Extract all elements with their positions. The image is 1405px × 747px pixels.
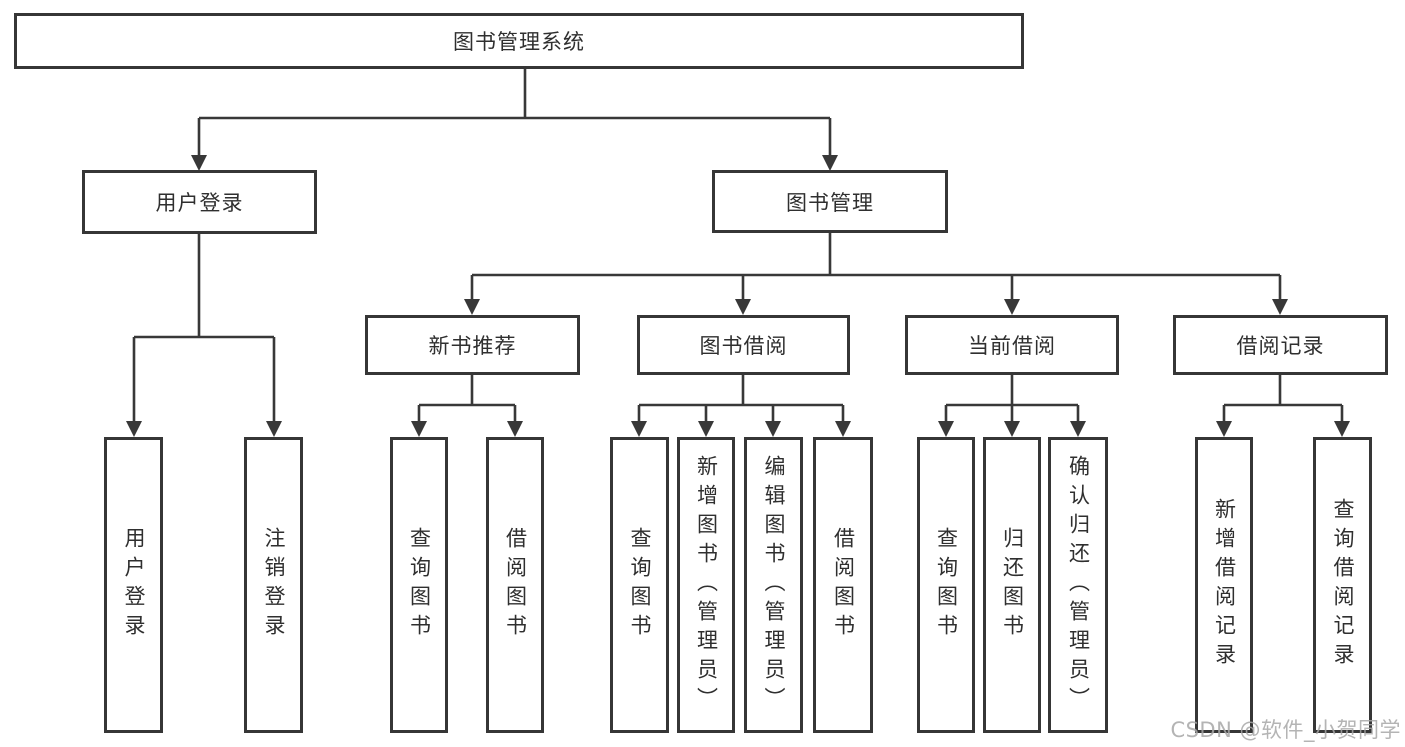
- node-current-borrowing: 当前借阅: [905, 315, 1119, 375]
- node-user-login-action: 用户登录: [104, 437, 163, 733]
- node-return-book: 归还图书: [983, 437, 1041, 733]
- node-query-borrow-record: 查询借阅记录: [1313, 437, 1372, 733]
- csdn-watermark: CSDN @软件_小贺同学: [1170, 718, 1401, 742]
- node-edit-book-admin: 编辑图书（管理员）: [744, 437, 803, 733]
- node-borrow-books-recommend: 借阅图书: [486, 437, 544, 733]
- node-add-borrow-record: 新增借阅记录: [1195, 437, 1253, 733]
- connector-book-borrowing-to-children: [631, 375, 851, 437]
- node-logout-action: 注销登录: [244, 437, 303, 733]
- node-borrow-books-borrowing: 借阅图书: [813, 437, 873, 733]
- connector-user-login-to-children: [126, 234, 282, 437]
- node-query-books-current: 查询图书: [917, 437, 975, 733]
- node-borrowing-records: 借阅记录: [1173, 315, 1388, 375]
- node-book-borrowing: 图书借阅: [637, 315, 850, 375]
- node-library-management-system: 图书管理系统: [14, 13, 1024, 69]
- node-confirm-return-admin: 确认归还（管理员）: [1048, 437, 1108, 733]
- node-user-login: 用户登录: [82, 170, 317, 234]
- node-book-management: 图书管理: [712, 170, 948, 233]
- connector-borrowing-records-to-children: [1216, 375, 1350, 437]
- node-add-book-admin: 新增图书（管理员）: [677, 437, 735, 733]
- connector-book-management-to-children: [464, 233, 1288, 315]
- node-query-books-recommend: 查询图书: [390, 437, 448, 733]
- node-query-books-borrowing: 查询图书: [610, 437, 669, 733]
- connector-root-to-level2: [191, 68, 838, 171]
- connector-current-borrowing-to-children: [938, 375, 1086, 437]
- node-new-book-recommend: 新书推荐: [365, 315, 580, 375]
- connector-new-book-recommend-to-children: [411, 375, 523, 437]
